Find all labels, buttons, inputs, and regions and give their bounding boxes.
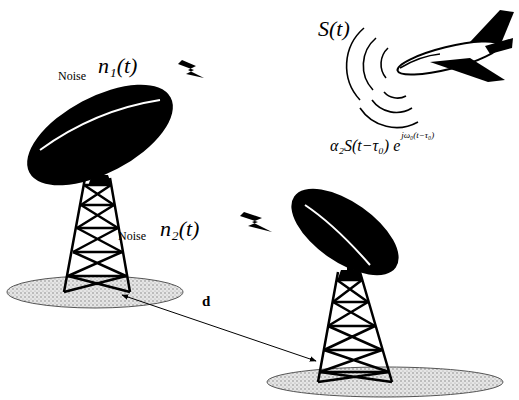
distance-line [122,295,316,361]
radar-dish [277,172,413,292]
ground-area [7,276,183,308]
aircraft [395,10,514,82]
noise-symbol [178,60,204,78]
noise-label: Noise [58,70,86,82]
noise-label: Noise [118,230,146,242]
signal-waves [347,28,418,128]
signal-name: n₂(t) [160,218,199,240]
signal-formula: e [393,138,400,154]
signal-name: n₁(t) [98,55,137,77]
signal-exponent: jω₀(t−τ₀) [401,131,434,140]
radar-dish [12,64,189,206]
lattice-tower [318,272,392,382]
signal-formula: α₂S(t−τ₀) [330,138,389,154]
signal-name: S(t) [318,18,350,40]
distance-label: d [202,294,210,309]
noise-symbol [240,212,272,232]
